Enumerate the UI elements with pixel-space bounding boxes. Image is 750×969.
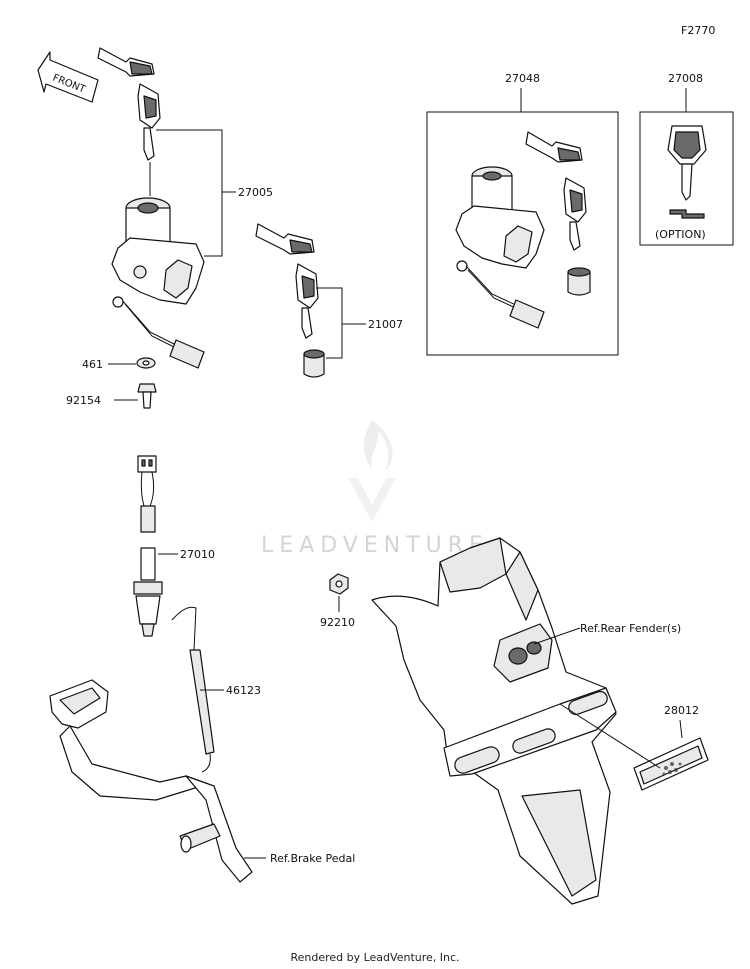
leadventure-logo-icon [348,420,396,522]
option-key-27008: 27008 (OPTION) [639,72,734,246]
spring-46123: 46123 [171,606,261,773]
figure-code: F2770 [681,24,715,37]
label-28012: 28012 [664,704,699,717]
brake-pedal: Ref.Brake Pedal [49,679,355,883]
ref-brake-pedal: Ref.Brake Pedal [270,852,355,865]
ignition-keys-27005 [97,47,161,161]
key-set-21007: 21007 [255,223,403,378]
reflector-pattern-icon [662,762,682,776]
leader-27005: 27005 [156,129,273,257]
label-46123: 46123 [226,684,261,697]
label-92154: 92154 [66,394,101,407]
option-label: (OPTION) [655,228,706,241]
label-461: 461 [82,358,103,371]
label-27048: 27048 [505,72,540,85]
bolt-92154: 92154 [66,383,157,409]
washer-461: 461 [82,357,156,371]
watermark-text: LEADVENTURE [261,533,489,558]
leadventure-watermark: LEADVENTURE [261,420,489,558]
ignition-switch-27005 [111,162,205,369]
front-arrow: FRONT [37,51,99,103]
label-92210: 92210 [320,616,355,629]
reflector-28012: 28012 [559,703,709,791]
footer-credit: Rendered by LeadVenture, Inc. [290,951,460,964]
label-21007: 21007 [368,318,403,331]
brake-switch-27010: 27010 [133,455,215,637]
ignition-set-27048: 27048 [426,72,619,356]
label-27008: 27008 [668,72,703,85]
rear-fender-bracket: Ref.Rear Fender(s) [371,537,681,905]
label-27005: 27005 [238,186,273,199]
label-27010: 27010 [180,548,215,561]
ref-rear-fender: Ref.Rear Fender(s) [580,622,681,635]
nut-92210: 92210 [320,573,355,629]
